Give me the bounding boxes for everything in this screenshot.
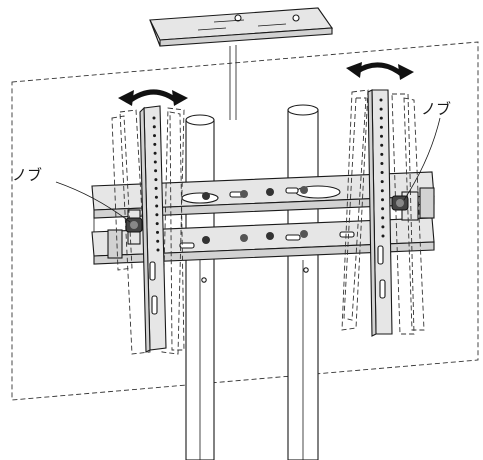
bracket-hole: [379, 98, 383, 102]
bracket-hole: [380, 134, 383, 138]
bracket-hole: [380, 180, 384, 184]
wall-plane: [11, 41, 479, 401]
right-bracket-tilt-range: [341, 89, 425, 335]
bracket-hole: [380, 189, 384, 193]
bracket-hole: [155, 213, 159, 217]
bracket-hole: [152, 116, 156, 120]
bracket-hole: [379, 116, 383, 120]
left-knob: [125, 217, 143, 233]
bracket-hole: [381, 207, 385, 211]
bracket-hole: [154, 186, 158, 190]
bracket-hole: [381, 198, 384, 202]
knob-label-right: ノブ: [421, 100, 451, 118]
bracket-hole: [156, 230, 159, 234]
bracket-hole: [152, 125, 156, 129]
right-knob: [391, 195, 409, 211]
left-bracket-holes: [152, 116, 160, 252]
bracket-hole: [381, 234, 385, 238]
bracket-hole: [154, 169, 158, 173]
bracket-hole: [379, 107, 383, 111]
bracket-hole: [380, 162, 384, 165]
left-knob-leader: [55, 181, 131, 223]
knob-label-left: ノブ: [12, 166, 42, 184]
bracket-hole: [156, 248, 160, 252]
bracket-hole: [154, 178, 158, 182]
bracket-hole: [380, 143, 384, 147]
right-bracket-holes: [379, 98, 385, 238]
curved-double-arrow-icon: [346, 62, 414, 80]
left-vertical-bracket: [139, 105, 167, 353]
bracket-hole: [154, 195, 158, 199]
bracket-hole: [155, 204, 159, 208]
right-vertical-bracket: [367, 89, 393, 337]
bracket-hole: [153, 151, 157, 155]
bracket-hole: [379, 125, 383, 129]
bracket-hole: [156, 239, 160, 243]
stand-poles: [185, 104, 319, 460]
bracket-hole: [153, 160, 157, 164]
bracket-hole: [380, 171, 384, 174]
right-knob-leader: [403, 117, 441, 201]
bracket-hole: [155, 222, 159, 226]
curved-double-arrow-icon: [118, 89, 188, 106]
bracket-hole: [381, 225, 385, 229]
top-shelf: [149, 7, 334, 120]
left-bracket-tilt-range: [111, 107, 185, 355]
bracket-hole: [153, 134, 156, 138]
bracket-hole: [381, 216, 385, 220]
bracket-hole: [380, 152, 384, 156]
bracket-hole: [153, 142, 157, 146]
